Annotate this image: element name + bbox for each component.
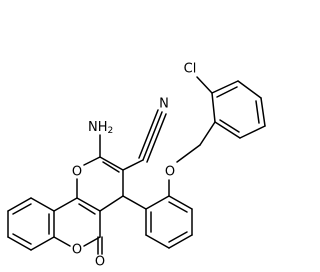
bond [76, 197, 101, 212]
bond [199, 121, 216, 146]
bond [7, 197, 32, 212]
bond [211, 80, 239, 94]
ring-oxygen-label: O [72, 165, 82, 180]
bond [53, 197, 78, 212]
bond-double-inner [255, 100, 260, 124]
nitrile-nitrogen-label: N [159, 97, 169, 112]
bond-lines [7, 76, 266, 255]
bond-double-inner [12, 203, 32, 215]
bond [30, 197, 55, 212]
bond [99, 156, 124, 171]
bond [145, 234, 170, 249]
carbonyl-oxygen-label: O [95, 255, 105, 270]
bond [239, 125, 266, 139]
bond [30, 236, 55, 251]
bond [7, 236, 32, 251]
bond [196, 76, 213, 94]
amino-group-label: NH2 [88, 120, 113, 137]
bond-double-inner [168, 231, 188, 243]
bond [168, 234, 193, 249]
bond [211, 92, 216, 123]
bond [83, 156, 101, 166]
atom-labels: NH2 O O O O N Cl [72, 62, 196, 270]
bond-double-inner [78, 203, 96, 215]
chlorine-label: Cl [184, 62, 197, 77]
bond-double-inner [219, 119, 240, 133]
bond-triple [142, 111, 163, 161]
lactone-oxygen-label: O [72, 243, 82, 258]
bond [122, 159, 144, 171]
bond [237, 80, 262, 99]
bond [53, 236, 71, 247]
bond-double-inner [216, 86, 238, 98]
bond [176, 144, 201, 163]
bond-double-inner [168, 201, 188, 213]
bond [122, 195, 147, 210]
bond-triple [138, 109, 159, 159]
bond [214, 121, 241, 139]
bond [145, 195, 170, 210]
bond-triple [146, 113, 167, 163]
bond [99, 195, 124, 212]
ether-oxygen-label: O [165, 165, 175, 180]
bond [260, 97, 266, 127]
bond-double-inner [12, 233, 32, 245]
bond-double-inner [102, 161, 120, 173]
bond [168, 195, 193, 210]
